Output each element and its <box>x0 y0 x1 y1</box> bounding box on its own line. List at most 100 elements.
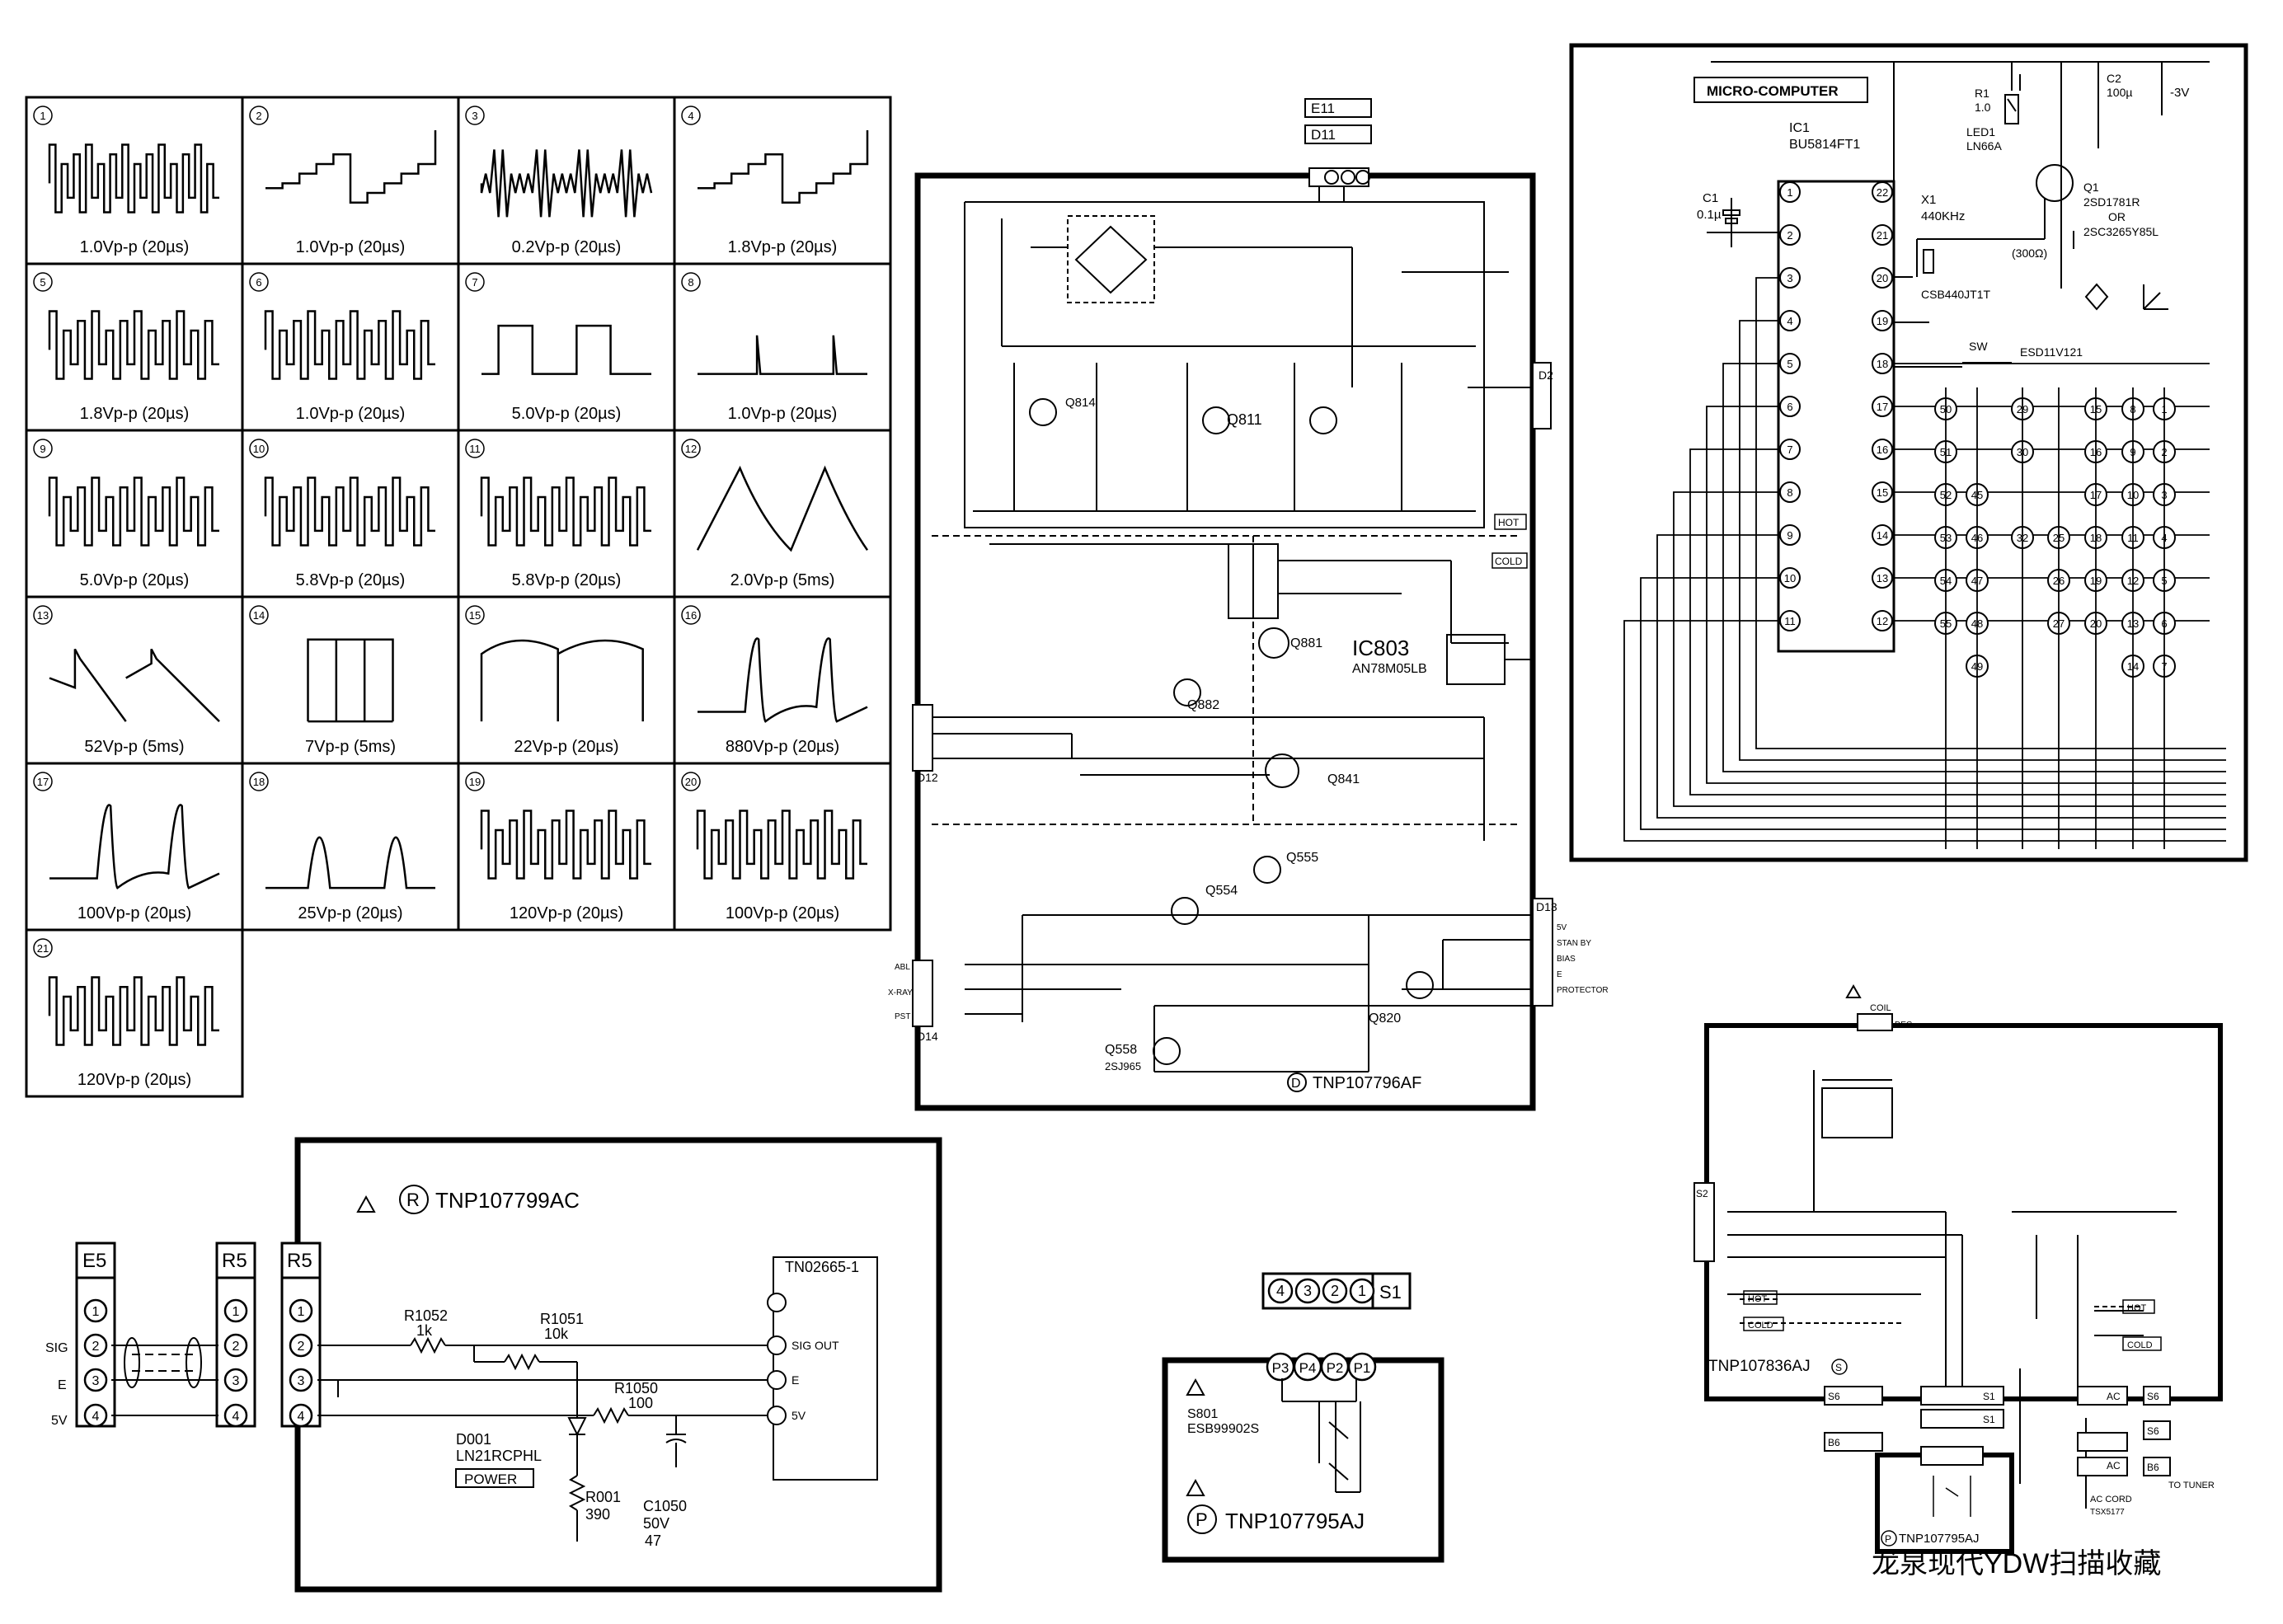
switch-pin <box>1347 1352 1377 1382</box>
ic-pin-number: 6 <box>1787 401 1792 413</box>
connector-pin-number: 3 <box>233 1374 240 1388</box>
connector-pin <box>83 1298 108 1323</box>
d13-pin-protector: PROTECTOR <box>1557 986 1609 995</box>
x1-label: X1 <box>1921 193 1936 207</box>
led-board-ref: R <box>406 1190 420 1210</box>
switch-pin-label: P2 <box>1327 1360 1344 1376</box>
connector-pin-number: 1 <box>1358 1283 1366 1299</box>
r1052-label: R1052 <box>404 1307 448 1324</box>
ac-hot-label: HOT <box>1748 1294 1768 1304</box>
connector-pin <box>289 1333 313 1358</box>
conn-r5b-label: R5 <box>287 1250 312 1272</box>
connector-pin-number: 1 <box>298 1305 305 1319</box>
wire <box>1673 491 2226 807</box>
r2-value: (300Ω) <box>2012 246 2047 260</box>
ac-board-ref: S <box>1835 1362 1842 1373</box>
wire <box>1689 448 2226 796</box>
ac-board-title: TNP107836AJ <box>1708 1358 1811 1375</box>
ac-label-b: AC <box>2107 1460 2121 1471</box>
connector-pin <box>289 1298 313 1323</box>
waveform-trace <box>48 976 219 1046</box>
c1-value: 0.1µ <box>1697 208 1722 222</box>
cold-label: COLD <box>1495 556 1523 567</box>
q814-label: Q814 <box>1065 396 1096 410</box>
waveform-trace <box>48 310 219 380</box>
waveform-number-badge <box>681 106 701 125</box>
ic-pin <box>1872 267 1893 289</box>
waveform-cell <box>25 928 244 1098</box>
waveform-number-badge <box>465 272 485 292</box>
connector-pin <box>223 1298 248 1323</box>
r1051-label: R1051 <box>540 1311 584 1327</box>
ic-pin-number: 12 <box>1877 615 1888 627</box>
c2-label: C2 <box>2107 72 2121 85</box>
ac-cold-label-2: COLD <box>2127 1340 2153 1350</box>
connector-pin-number: 4 <box>92 1410 100 1424</box>
ic-pin-number: 10 <box>1784 572 1796 584</box>
waveform-label: 5.8Vp-p (20µs) <box>296 571 406 589</box>
wire <box>1656 534 2226 819</box>
warning-icon <box>1845 983 1862 998</box>
ic-pin <box>1779 181 1801 203</box>
wire <box>1739 320 2226 761</box>
waveform-trace <box>698 637 868 723</box>
power-label: POWER <box>464 1471 517 1487</box>
connector-pin-number: 4 <box>298 1410 305 1424</box>
waveform-label: 7Vp-p (5ms) <box>305 738 396 756</box>
c1050-label: C1050 <box>643 1498 687 1514</box>
ac-label-a: AC <box>2107 1391 2121 1402</box>
waveform-number-badge <box>249 772 269 791</box>
ic-pin-number: 9 <box>1787 529 1792 542</box>
ic-pin-number: 11 <box>1784 615 1796 627</box>
s801-part: ESB99902S <box>1187 1422 1259 1436</box>
waveform-label: 5.0Vp-p (20µs) <box>80 571 190 589</box>
r1-label: R1 <box>1975 87 1989 100</box>
waveform-number-badge <box>249 272 269 292</box>
connector-pin-number: 4 <box>1276 1283 1285 1299</box>
waveform-number: 20 <box>685 776 697 788</box>
waveform-number: 6 <box>256 276 261 289</box>
d001-part: LN21RCPHL <box>456 1448 542 1464</box>
waveform-label: 22Vp-p (20µs) <box>514 738 618 756</box>
sw-part: ESD11V121 <box>2020 345 2083 359</box>
ac-hot-label-2: HOT <box>2127 1303 2147 1313</box>
waveform-label: 1.0Vp-p (20µs) <box>80 238 190 256</box>
d14-pin-pst: PST <box>895 1012 910 1021</box>
connector-pin-number: 1 <box>92 1305 100 1319</box>
ic-pin-number: 18 <box>1877 358 1888 370</box>
d13-pin-e: E <box>1557 970 1562 979</box>
waveform-trace <box>481 324 651 375</box>
waveform-label: 2.0Vp-p (5ms) <box>730 571 835 589</box>
waveform-trace <box>480 476 651 547</box>
wire <box>1623 620 2226 842</box>
connector-pin <box>83 1333 108 1358</box>
remote-control-schematic: MICRO-COMPUTER IC1 BU5814FT1 12345678910… <box>1569 43 2248 862</box>
sig-out-label: SIG OUT <box>792 1339 839 1352</box>
waveform-number-badge <box>33 439 53 458</box>
connector-pin-number: 3 <box>298 1374 305 1388</box>
5v-out-label: 5V <box>792 1409 806 1422</box>
ic-pin-number: 13 <box>1877 572 1888 584</box>
ic-pin-number: 17 <box>1877 401 1888 413</box>
connector-pin <box>83 1368 108 1392</box>
q1-or: OR <box>2108 210 2126 223</box>
ic-pin <box>1872 181 1893 203</box>
tn02665-label: TN02665-1 <box>785 1259 859 1275</box>
waveform-number-badge <box>33 938 53 958</box>
waveform-cell <box>673 762 892 932</box>
connector-pin-number: 4 <box>233 1410 240 1424</box>
x1-part: CSB440JT1T <box>1921 288 1990 301</box>
s1-label-a: S1 <box>1983 1391 1995 1402</box>
c1050-voltage: 50V <box>643 1515 669 1532</box>
waveform-label: 25Vp-p (20µs) <box>298 904 402 922</box>
waveform-trace <box>480 810 651 880</box>
connector-pin-number: 1 <box>233 1305 240 1319</box>
connector-pin <box>223 1333 248 1358</box>
waveform-number: 11 <box>469 443 481 455</box>
connector-d11-label: D11 <box>1311 127 1336 143</box>
d13-pin-bias: BIAS <box>1557 955 1576 964</box>
waveform-label: 0.2Vp-p (20µs) <box>512 238 622 256</box>
q1-alt: 2SC3265Y85L <box>2083 225 2159 238</box>
sig-label: SIG <box>45 1341 68 1355</box>
waveform-label: 1.8Vp-p (20µs) <box>728 238 838 256</box>
